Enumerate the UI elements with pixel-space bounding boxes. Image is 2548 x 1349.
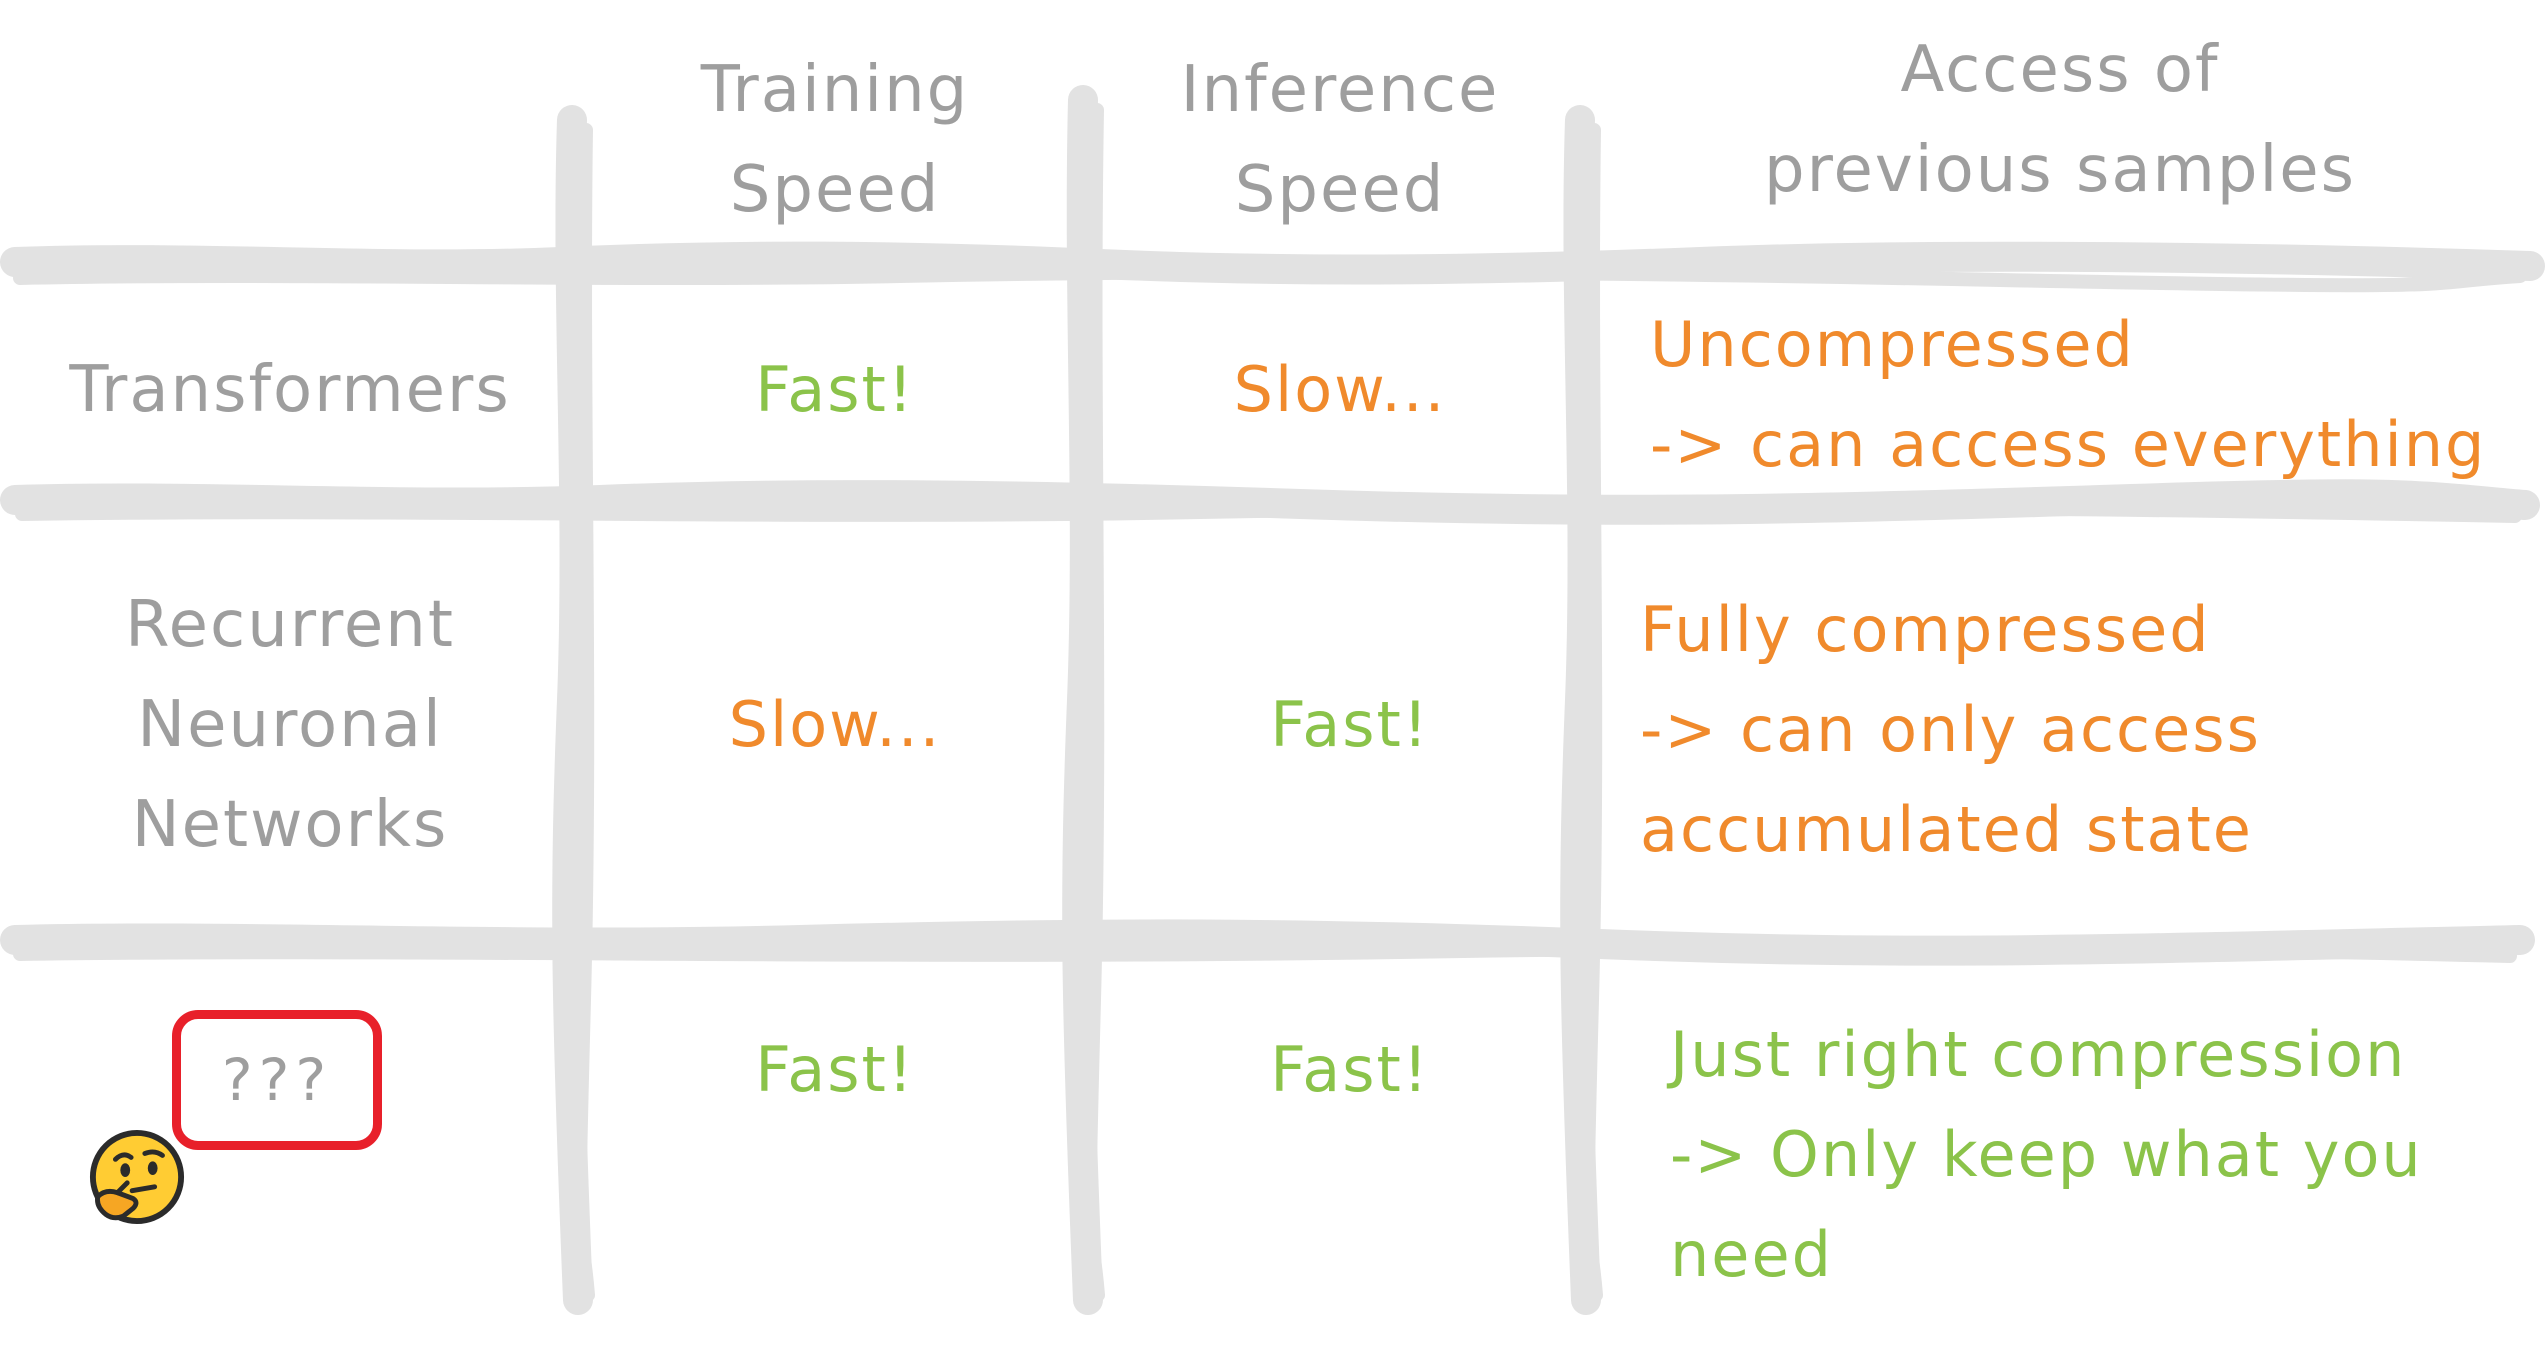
grid-line-vertical-2 <box>1062 85 1103 1315</box>
row1-access-description: Uncompressed -> can access everything <box>1650 290 2530 500</box>
row3-training-speed: Fast! <box>600 970 1070 1170</box>
value-text: Fast! <box>755 1033 915 1107</box>
header-training-speed: Training Speed <box>600 30 1070 250</box>
grid-line-horizontal-3b <box>13 940 2517 963</box>
row-label-line-1: Recurrent <box>125 588 455 662</box>
grid-line-vertical-1b <box>572 123 595 1302</box>
row1-training-speed: Fast! <box>600 290 1070 490</box>
row3-access-description: Just right compression -> Only keep what… <box>1670 990 2530 1320</box>
access-line-1: Fully compressed <box>1640 593 2211 666</box>
unknown-model-highlight-box: ??? <box>172 1010 382 1150</box>
unknown-model-label: ??? <box>221 1046 333 1114</box>
access-line-1: Just right compression <box>1670 1018 2407 1091</box>
row-label-recurrent-neuronal-networks: Recurrent Neuronal Networks <box>20 530 560 920</box>
access-line-1: Uncompressed <box>1650 308 2135 381</box>
access-line-2: -> can access everything <box>1650 408 2487 481</box>
grid-line-horizontal-1b <box>13 264 2527 293</box>
value-text: Slow... <box>1233 353 1447 427</box>
row1-inference-speed: Slow... <box>1110 290 1570 490</box>
value-text: Slow... <box>728 688 942 762</box>
header-access-line-1: Access of <box>1900 33 2220 107</box>
row2-inference-speed: Fast! <box>1110 530 1590 920</box>
header-inference-speed: Inference Speed <box>1110 30 1570 250</box>
header-inference-line-1: Inference <box>1180 53 1500 127</box>
row2-training-speed: Slow... <box>600 530 1070 920</box>
access-line-2: -> can only access <box>1640 693 2261 766</box>
row-label-line-2: Neuronal <box>137 688 443 762</box>
row-label-line-3: Networks <box>131 788 449 862</box>
row-label-line: Transformers <box>69 353 511 427</box>
access-line-3: accumulated state <box>1640 793 2253 866</box>
grid-line-vertical-2b <box>1082 103 1105 1302</box>
access-line-2: -> Only keep what you <box>1670 1118 2423 1191</box>
row-label-transformers: Transformers <box>20 290 560 490</box>
row3-inference-speed: Fast! <box>1110 970 1590 1170</box>
grid-line-vertical-3b <box>1580 123 1603 1302</box>
header-access-line-2: previous samples <box>1764 133 2356 207</box>
header-training-line-1: Training <box>700 53 970 127</box>
header-access-previous-samples: Access of previous samples <box>1610 10 2510 230</box>
grid-line-vertical-3 <box>1560 105 1601 1315</box>
value-text: Fast! <box>755 353 915 427</box>
grid-line-vertical-1 <box>552 105 593 1315</box>
thinking-face-icon <box>89 1129 185 1225</box>
header-training-line-2: Speed <box>729 153 941 227</box>
access-line-3: need <box>1670 1218 1833 1291</box>
header-inference-line-2: Speed <box>1234 153 1446 227</box>
value-text: Fast! <box>1270 1033 1430 1107</box>
grid-line-horizontal-2b <box>15 500 2522 523</box>
row2-access-description: Fully compressed -> can only access accu… <box>1640 540 2530 920</box>
value-text: Fast! <box>1270 688 1430 762</box>
